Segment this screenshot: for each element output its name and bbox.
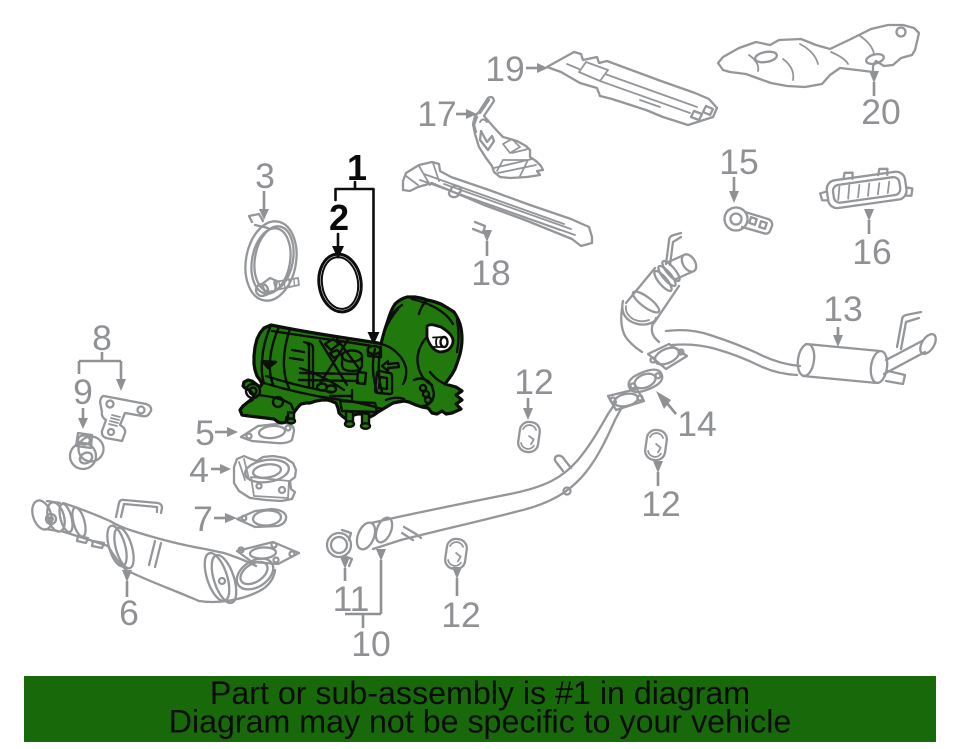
svg-text:9: 9 [73,372,93,412]
svg-text:17: 17 [417,94,457,134]
svg-text:20: 20 [861,92,901,132]
svg-text:11: 11 [333,579,370,619]
svg-text:5: 5 [195,413,215,453]
svg-text:14: 14 [677,404,717,444]
svg-text:Diagram may not be specific to: Diagram may not be specific to your vehi… [169,704,792,740]
svg-text:7: 7 [193,499,213,539]
svg-text:Part or sub-assembly is #1 in: Part or sub-assembly is #1 in diagram [210,675,750,711]
svg-text:4: 4 [189,450,209,490]
svg-text:3: 3 [255,156,275,196]
svg-text:13: 13 [823,289,863,329]
svg-text:10: 10 [351,624,391,664]
svg-text:6: 6 [119,593,139,633]
svg-text:19: 19 [485,49,525,89]
svg-text:12: 12 [441,595,481,635]
svg-text:8: 8 [92,318,112,358]
svg-text:16: 16 [852,232,892,272]
svg-text:2: 2 [329,197,349,238]
svg-text:12: 12 [514,362,554,402]
svg-text:12: 12 [641,484,681,524]
svg-text:18: 18 [471,253,511,293]
svg-text:15: 15 [719,142,759,182]
svg-text:1: 1 [347,147,367,188]
